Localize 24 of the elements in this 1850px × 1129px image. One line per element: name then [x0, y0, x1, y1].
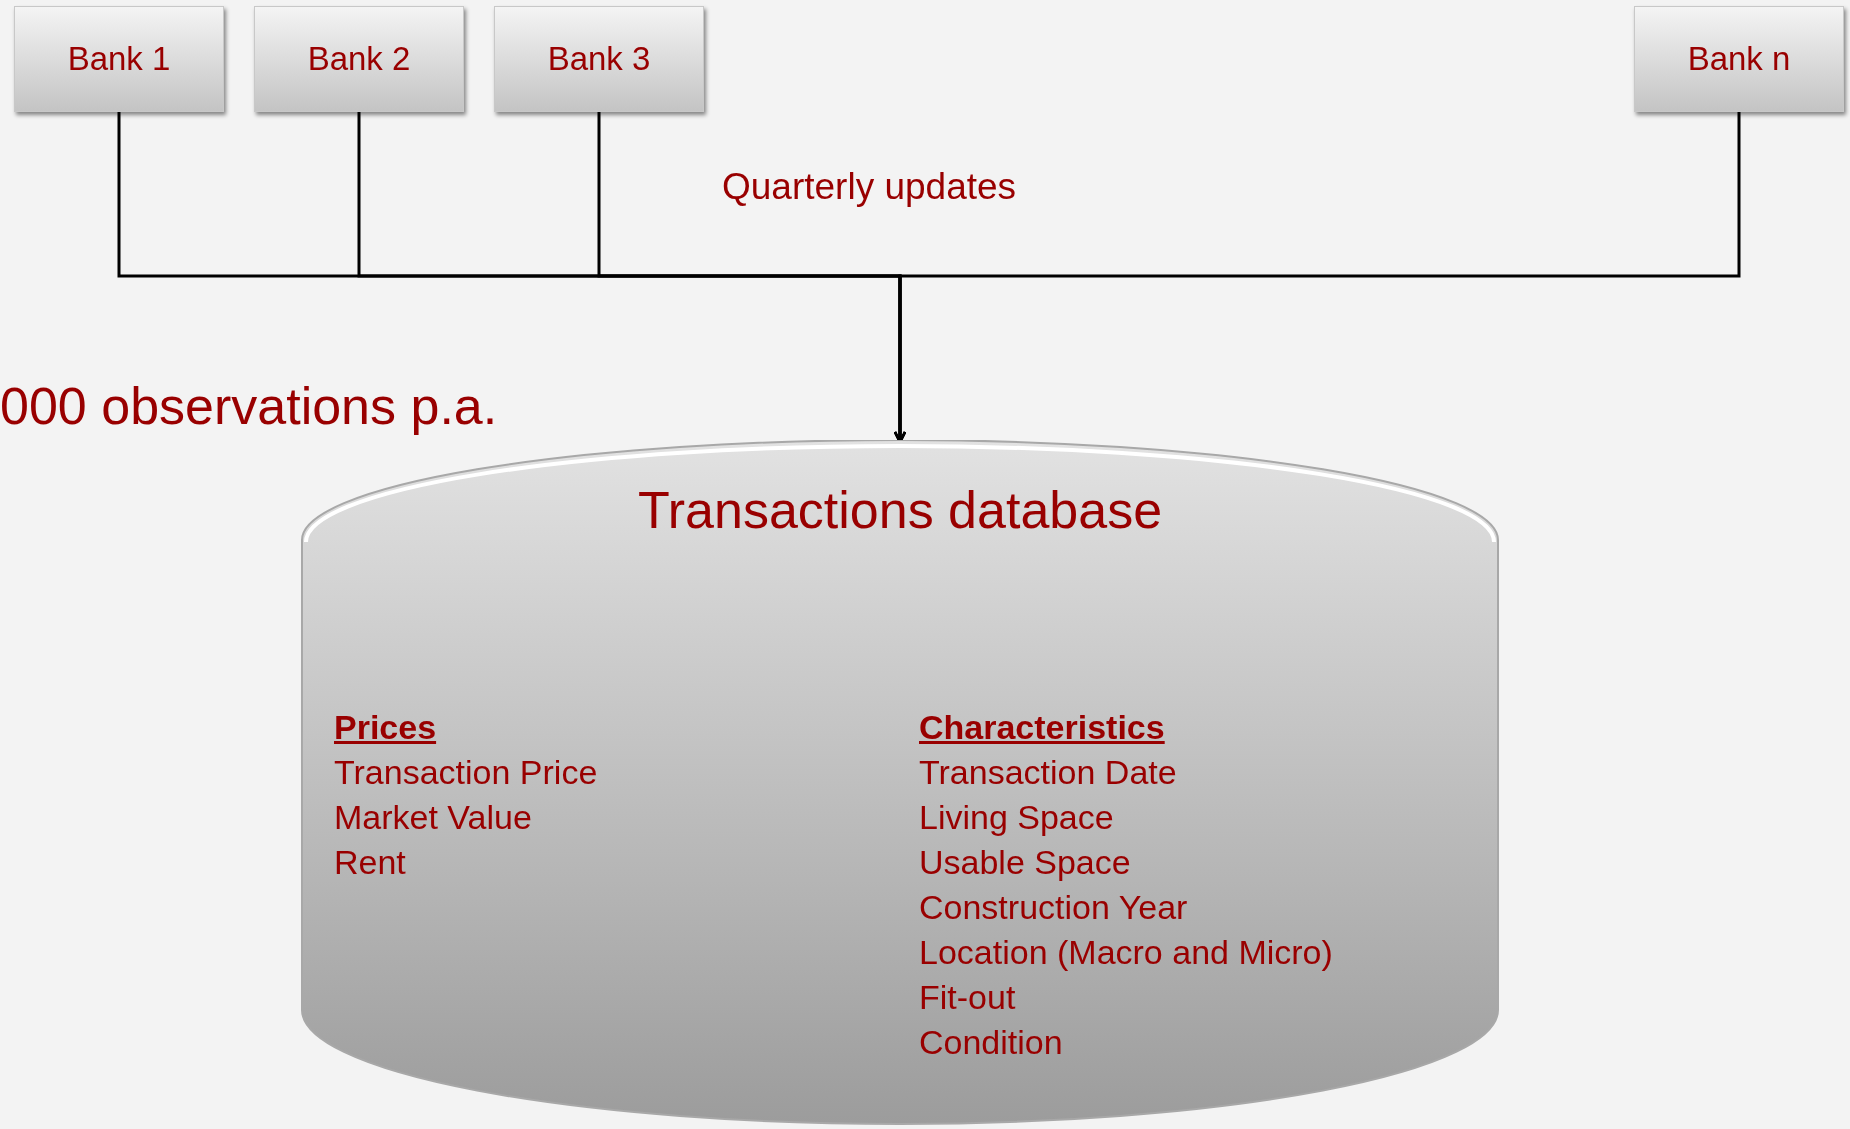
bank-label: Bank 2 — [307, 40, 411, 78]
field-name: Usable Space — [919, 843, 1131, 882]
bank-box — [1634, 6, 1844, 112]
field-name: Condition — [919, 1023, 1063, 1062]
field-name: Transaction Price — [334, 753, 598, 792]
field-name: Construction Year — [919, 888, 1188, 927]
bank-box — [14, 6, 224, 112]
volume-note: 000 observations p.a. — [0, 376, 498, 436]
update-note: Quarterly updates — [722, 166, 1017, 208]
database-cylinder — [300, 440, 1500, 1128]
bank-label: Bank n — [1687, 40, 1791, 78]
bank-box — [254, 6, 464, 112]
field-name: Transaction Date — [919, 753, 1177, 792]
field-name: Living Space — [919, 798, 1114, 837]
field-name: Rent — [334, 843, 406, 882]
bank-box — [494, 6, 704, 112]
column-heading: Characteristics — [919, 708, 1165, 747]
bank-label: Bank 3 — [547, 40, 651, 78]
database-title: Transactions database — [636, 480, 1164, 540]
field-name: Location (Macro and Micro) — [919, 933, 1333, 972]
column-heading: Prices — [334, 708, 437, 747]
field-name: Fit-out — [919, 978, 1016, 1017]
bank-label: Bank 1 — [67, 40, 171, 78]
field-name: Market Value — [334, 798, 532, 837]
